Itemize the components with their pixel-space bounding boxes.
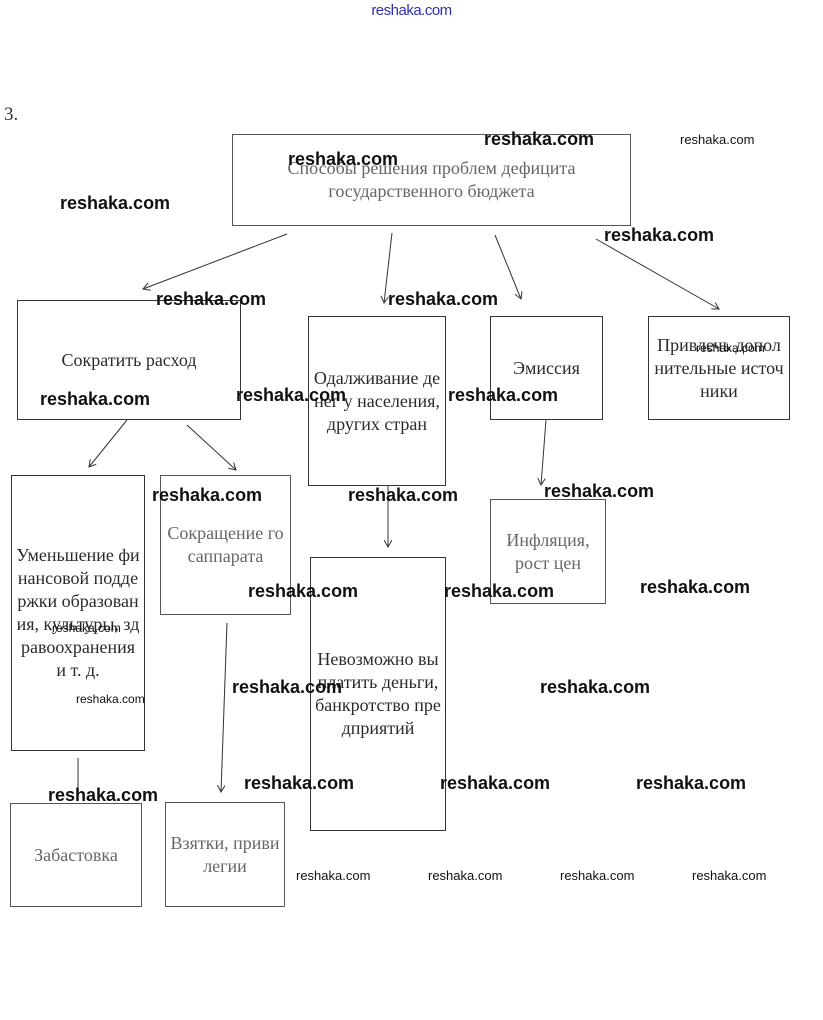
watermark: reshaka.com [48, 785, 159, 805]
watermark: reshaka.com [604, 225, 715, 245]
watermark: reshaka.com [540, 677, 651, 697]
node-strike: Забастовка [10, 803, 142, 907]
node-reduce-apparatus-text: Сокращение госаппарата [167, 523, 284, 566]
watermark: reshaka.com [388, 289, 499, 309]
watermark: reshaka.com [560, 868, 635, 883]
watermark: reshaka.com [288, 149, 399, 169]
watermark: reshaka.com [76, 692, 145, 706]
site-logo[interactable]: reshaka.com [371, 2, 452, 19]
watermark: reshaka.com [40, 389, 151, 409]
node-emission-text: Эмиссия [513, 357, 580, 378]
node-reduce-support-text: Уменьшение финансовой поддержки образова… [16, 545, 140, 680]
node-inflation-text: Инфляция, рост цен [506, 529, 590, 573]
node-inflation: Инфляция, рост цен [490, 499, 606, 604]
task-number: 3. [4, 104, 19, 125]
watermark: reshaka.com [248, 581, 359, 601]
arrow-root-to-cut-spending [143, 233, 288, 289]
node-reduce-apparatus: Сокращение госаппарата [160, 475, 291, 615]
root-node-text: Способы решения проблем дефицита государ… [287, 158, 576, 201]
arrow-cut-to-reduce-support [89, 419, 128, 467]
watermark: reshaka.com [440, 773, 551, 793]
node-bribes-text: Взятки, привилегии [170, 832, 280, 876]
watermark: reshaka.com [52, 621, 121, 635]
node-bribes: Взятки, привилегии [165, 802, 285, 907]
watermark: reshaka.com [152, 485, 263, 505]
watermark: reshaka.com [544, 481, 655, 501]
node-emission: Эмиссия [490, 316, 603, 420]
arrow-root-to-emission [494, 234, 521, 299]
watermark: reshaka.com [428, 868, 503, 883]
watermark: reshaka.com [484, 129, 595, 149]
arrow-cut-to-reduce-apparatus [186, 424, 236, 470]
watermark: reshaka.com [60, 193, 171, 213]
watermark: reshaka.com [680, 132, 755, 147]
node-cut-spending-text: Сократить расход [61, 349, 197, 370]
node-bankruptcy-text: Невозможно выплатить деньги, банкротство… [315, 649, 441, 738]
watermark: reshaka.com [444, 581, 555, 601]
watermark: reshaka.com [636, 773, 747, 793]
node-cut-spending: Сократить расход [17, 300, 241, 420]
node-borrowing-text: Одалживание денег у населения, других ст… [313, 367, 441, 434]
watermark: reshaka.com [296, 868, 371, 883]
node-strike-text: Забастовка [34, 844, 118, 865]
node-reduce-support: Уменьшение финансовой поддержки образова… [11, 475, 145, 751]
watermark: reshaka.com [156, 289, 267, 309]
node-bankruptcy: Невозможно выплатить деньги, банкротство… [310, 557, 446, 831]
watermark: reshaka.com [448, 385, 559, 405]
watermark: reshaka.com [696, 341, 765, 355]
root-node: Способы решения проблем дефицита государ… [232, 134, 631, 226]
watermark: reshaka.com [236, 385, 347, 405]
watermark: reshaka.com [692, 868, 767, 883]
node-borrowing: Одалживание денег у населения, других ст… [308, 316, 446, 486]
watermark: reshaka.com [244, 773, 355, 793]
node-additional-sources: Привлечь дополнительные источники [648, 316, 790, 420]
arrow-emission-to-inflation [541, 419, 547, 485]
arrow-apparatus-to-bribes [221, 622, 228, 792]
watermark: reshaka.com [640, 577, 751, 597]
arrow-root-to-additional-sources [595, 238, 719, 309]
watermark: reshaka.com [348, 485, 459, 505]
node-additional-sources-text: Привлечь дополнительные источники [654, 334, 784, 401]
watermark: reshaka.com [232, 677, 343, 697]
